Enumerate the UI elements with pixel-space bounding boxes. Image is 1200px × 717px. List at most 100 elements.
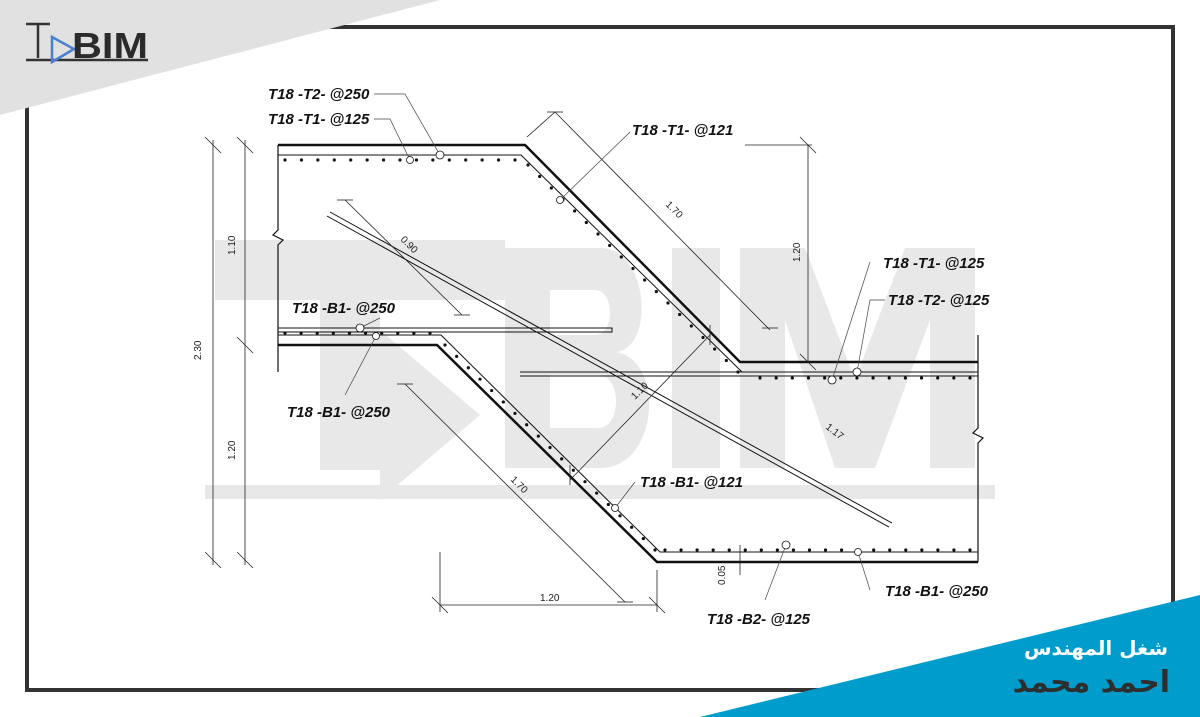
rebar-dot xyxy=(654,289,658,294)
label-t1-121: T18 -T1- @121 xyxy=(632,122,733,139)
label-t2-250-left: T18 -T2- @250 xyxy=(268,86,370,103)
rebar-dot xyxy=(936,548,940,552)
rebar-dot xyxy=(525,423,529,427)
dim-lower-height: 1.20 xyxy=(227,440,238,460)
rebar-dot xyxy=(936,376,940,380)
rebar-dot xyxy=(968,376,972,380)
rebar-dot xyxy=(332,158,336,162)
rebar-dot xyxy=(678,312,682,317)
rebar-dot xyxy=(490,388,494,393)
dim-top-slope: 1.70 xyxy=(663,199,685,221)
rebar-labels: T18 -T2- @250 T18 -T1- @125 T18 -T1- @12… xyxy=(268,86,990,628)
bim-logo: BIM xyxy=(26,22,148,66)
label-b2-125: T18 -B2- @125 xyxy=(707,611,811,628)
rebar-dot xyxy=(347,331,352,335)
rebar-dot xyxy=(743,548,747,552)
rebars xyxy=(278,154,979,553)
rebar-dot xyxy=(496,158,501,162)
rebar-dot xyxy=(952,548,956,552)
label-b1-121: T18 -B1- @121 xyxy=(640,474,743,491)
rebar-dot xyxy=(774,376,778,380)
rebar-dot xyxy=(548,445,552,450)
rebar-dot xyxy=(299,158,304,162)
rebar-dot xyxy=(315,331,319,335)
rebar-dot xyxy=(679,548,683,552)
rebar-dot xyxy=(904,548,908,552)
rebar-dot xyxy=(775,548,779,552)
rebar-dot xyxy=(584,220,588,225)
rebar-dot xyxy=(526,163,530,167)
rebar-dot xyxy=(653,548,657,552)
label-b1-250-right: T18 -B1- @250 xyxy=(885,583,989,600)
rebar-dot xyxy=(283,331,287,335)
rebar-dot xyxy=(606,502,610,507)
rebar-dot xyxy=(888,548,892,552)
label-b1-250-lower: T18 -B1- @250 xyxy=(287,404,391,421)
rebar-dot xyxy=(701,335,705,340)
rebar-dot xyxy=(871,376,875,380)
rebar-dot xyxy=(919,376,924,380)
rebar-dot xyxy=(903,376,907,380)
label-t1-125-right: T18 -T1- @125 xyxy=(883,255,985,272)
rebar-dot xyxy=(560,457,564,461)
svg-text:BIM: BIM xyxy=(72,25,148,66)
rebar-dot xyxy=(631,266,635,271)
bar-markers xyxy=(355,150,862,556)
rebar-dot xyxy=(398,158,402,162)
rebar-dot xyxy=(466,366,470,370)
rebar-dot xyxy=(619,255,623,259)
rebar-dot xyxy=(349,158,353,162)
rebar-dot xyxy=(689,324,693,328)
rebar-dot xyxy=(839,376,843,380)
rebar-dot xyxy=(447,158,451,162)
rebar-dot xyxy=(872,548,876,552)
rebar-dot xyxy=(412,331,416,335)
rebar-dot xyxy=(571,468,575,472)
rebar-dot xyxy=(630,525,634,529)
rebar-dot xyxy=(501,400,505,404)
dim-total-height: 2.30 xyxy=(193,340,204,360)
rebar-dot xyxy=(641,537,645,541)
rebar-dot xyxy=(583,480,587,484)
rebar-dot xyxy=(549,186,553,190)
rebar-dot xyxy=(299,331,303,335)
rebar-dot xyxy=(331,331,335,335)
rebar-dot xyxy=(663,548,667,552)
rebar-dot xyxy=(695,548,699,552)
leaders xyxy=(344,93,885,601)
rebar-dot xyxy=(431,158,435,162)
rebar-dot xyxy=(823,548,828,552)
rebar-dot xyxy=(855,376,859,380)
rebar-dot xyxy=(759,548,763,552)
rebar-dot xyxy=(952,376,956,380)
label-t2-125-right: T18 -T2- @125 xyxy=(888,292,990,309)
rebar-dot xyxy=(573,209,577,213)
rebar-dot xyxy=(920,548,924,552)
rebar-dots xyxy=(283,158,972,552)
rebar-dot xyxy=(283,158,287,162)
rebar-dot xyxy=(363,331,368,335)
rebar-dot xyxy=(713,347,717,351)
rebar-dot xyxy=(618,514,622,518)
rebar-dot xyxy=(736,370,740,374)
rebar-dot xyxy=(316,158,320,162)
rebar-dot xyxy=(596,232,600,236)
watermark xyxy=(205,240,995,500)
rebar-dot xyxy=(536,434,540,438)
rebar-dot xyxy=(396,331,400,335)
rebar-dot xyxy=(724,358,728,363)
rebar-dot xyxy=(538,174,542,179)
credit-banner xyxy=(700,595,1200,717)
dim-upper-height: 1.10 xyxy=(227,235,238,255)
rebar-dot xyxy=(643,278,647,282)
dim-bottom-width: 1.20 xyxy=(540,593,560,604)
rebar-dot xyxy=(380,331,384,335)
rebar-dot xyxy=(595,491,599,495)
logo-banner xyxy=(0,0,440,115)
rebar-dot xyxy=(711,548,715,552)
drawing-frame xyxy=(25,25,1175,692)
rebar-dot xyxy=(823,376,827,380)
rebar-dot xyxy=(443,343,447,347)
rebar-dot xyxy=(608,243,612,248)
